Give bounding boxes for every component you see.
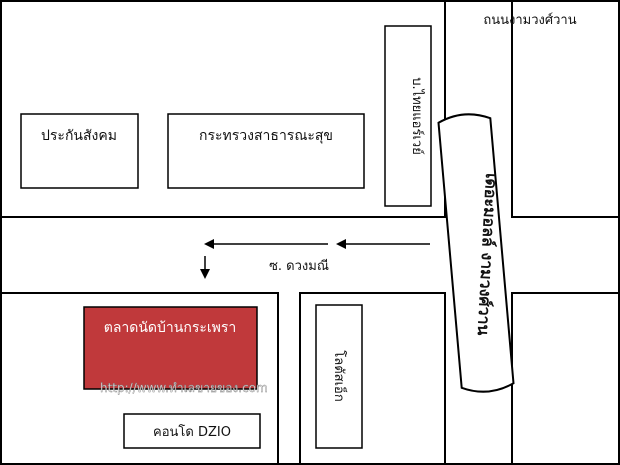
building-market [83,306,258,390]
ministry-of-health-label: กระทรวงสาธารณะสุข [199,128,333,144]
arrow-head-left-1 [336,239,346,249]
lotus-label: โลตัสเอ็ก [331,350,349,401]
building-social-security [20,113,139,189]
soi-label: ซ. ดวงมณี [269,258,329,274]
building-ministry-of-health [167,113,365,189]
arrow-head-down [200,269,210,279]
top-right-block-label: บ.ไทยแอร์เวย์ [409,77,425,155]
building-lotus [315,304,363,449]
building-mall [437,113,515,393]
main-road-label: ถนนงามวงศ์วาน [483,12,576,28]
building-condo [123,413,261,449]
social-security-label: ประกันสังคม [41,128,117,144]
condo-label: คอนโด DZIO [153,424,231,440]
building-top-right [384,25,432,207]
arrow-head-left-2 [204,239,214,249]
watermark-text: http://www.ทำเลขายของ.com [100,381,268,395]
route-arrows [200,239,430,279]
market-label: ตลาดนัดบ้านกระเพรา [104,320,237,336]
